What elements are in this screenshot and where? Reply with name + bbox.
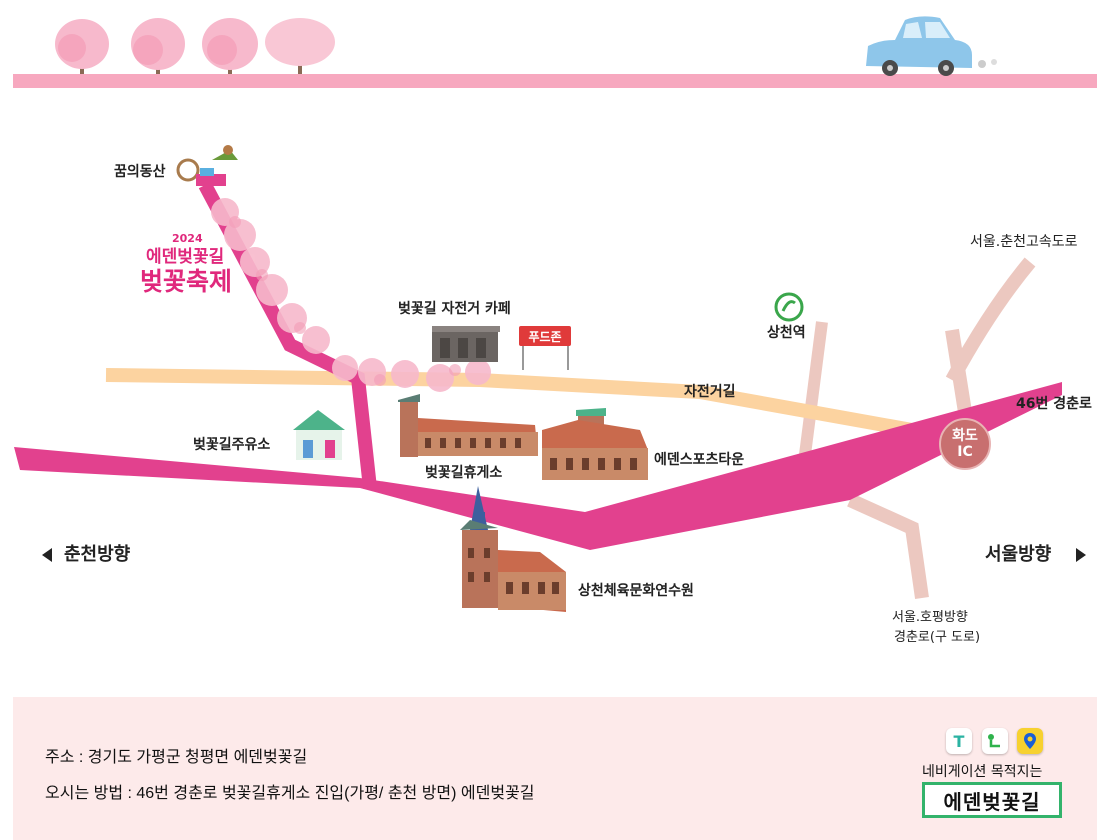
bike-cafe-building — [432, 326, 500, 362]
cherry-tree-icon — [265, 18, 335, 74]
label-to-seoul: 서울방향 — [985, 544, 1052, 565]
gas-station-building — [293, 410, 345, 460]
festival-name-top: 에덴벚꽃길 — [146, 247, 225, 267]
naver-map-icon[interactable] — [982, 728, 1008, 754]
ic-suffix: IC — [957, 444, 973, 460]
hwado-ic-marker: 화도 IC — [939, 418, 991, 470]
label-bike-cafe: 벚꽃길 자전거 카페 — [398, 301, 511, 317]
label-to-chuncheon: 춘천방향 — [64, 544, 131, 565]
kakao-map-icon[interactable] — [1017, 728, 1043, 754]
ic-name: 화도 — [952, 428, 978, 444]
festival-name-bottom: 벚꽃축제 — [140, 267, 233, 296]
rest-area-building — [398, 394, 538, 457]
cherry-tree-icon — [202, 18, 258, 74]
label-sports-town: 에덴스포츠타운 — [654, 452, 745, 468]
sports-town-building — [542, 408, 648, 480]
label-gas-station: 벚꽃길주유소 — [193, 437, 271, 453]
arrow-right-icon — [1076, 548, 1086, 562]
festival-year: 2024 — [172, 232, 203, 245]
label-old-road-name: 경춘로(구 도로) — [894, 630, 981, 645]
route-icon — [988, 734, 1000, 748]
label-dream-hill: 꿈의동산 — [114, 164, 166, 180]
tmap-icon[interactable]: T — [946, 728, 972, 754]
address-text: 주소 : 경기도 가평군 청평면 에덴벚꽃길 — [45, 749, 308, 766]
car-icon — [866, 16, 997, 76]
training-center-building — [460, 486, 566, 612]
main-road-46 — [14, 382, 1062, 550]
label-rest-area: 벚꽃길휴게소 — [425, 465, 503, 481]
label-highway: 서울.춘천고속도로 — [970, 234, 1078, 250]
subway-station-icon — [774, 292, 804, 322]
label-bike-road: 자전거길 — [684, 384, 736, 400]
label-route46: 46번 경춘로 — [1016, 396, 1092, 412]
bike-path — [105, 368, 914, 437]
label-old-road-direction: 서울.호평방향 — [892, 610, 968, 625]
old-road — [847, 493, 929, 599]
cherry-tree-icon — [131, 18, 185, 74]
arrow-left-icon — [42, 548, 52, 562]
directions-text: 오시는 방법 : 46번 경춘로 벚꽃길휴게소 진입(가평/ 춘천 방면) 에덴… — [45, 785, 535, 802]
label-training-center: 상천체육문화연수원 — [578, 583, 694, 599]
cherry-tree-icon — [55, 19, 109, 74]
nav-caption: 네비게이션 목적지는 — [922, 764, 1043, 780]
label-station: 상천역 — [767, 325, 806, 341]
footer-info: 주소 : 경기도 가평군 청평면 에덴벚꽃길 오시는 방법 : 46번 경춘로 … — [13, 697, 1097, 840]
food-zone-sign: 푸드존 — [519, 326, 571, 346]
cherry-blossom-cluster — [211, 198, 491, 392]
amusement-park-icon — [176, 145, 238, 186]
map-pin-icon — [1024, 733, 1036, 749]
map-canvas — [13, 16, 1097, 612]
header-band — [13, 74, 1097, 88]
destination-box: 에덴벚꽃길 — [922, 782, 1062, 818]
